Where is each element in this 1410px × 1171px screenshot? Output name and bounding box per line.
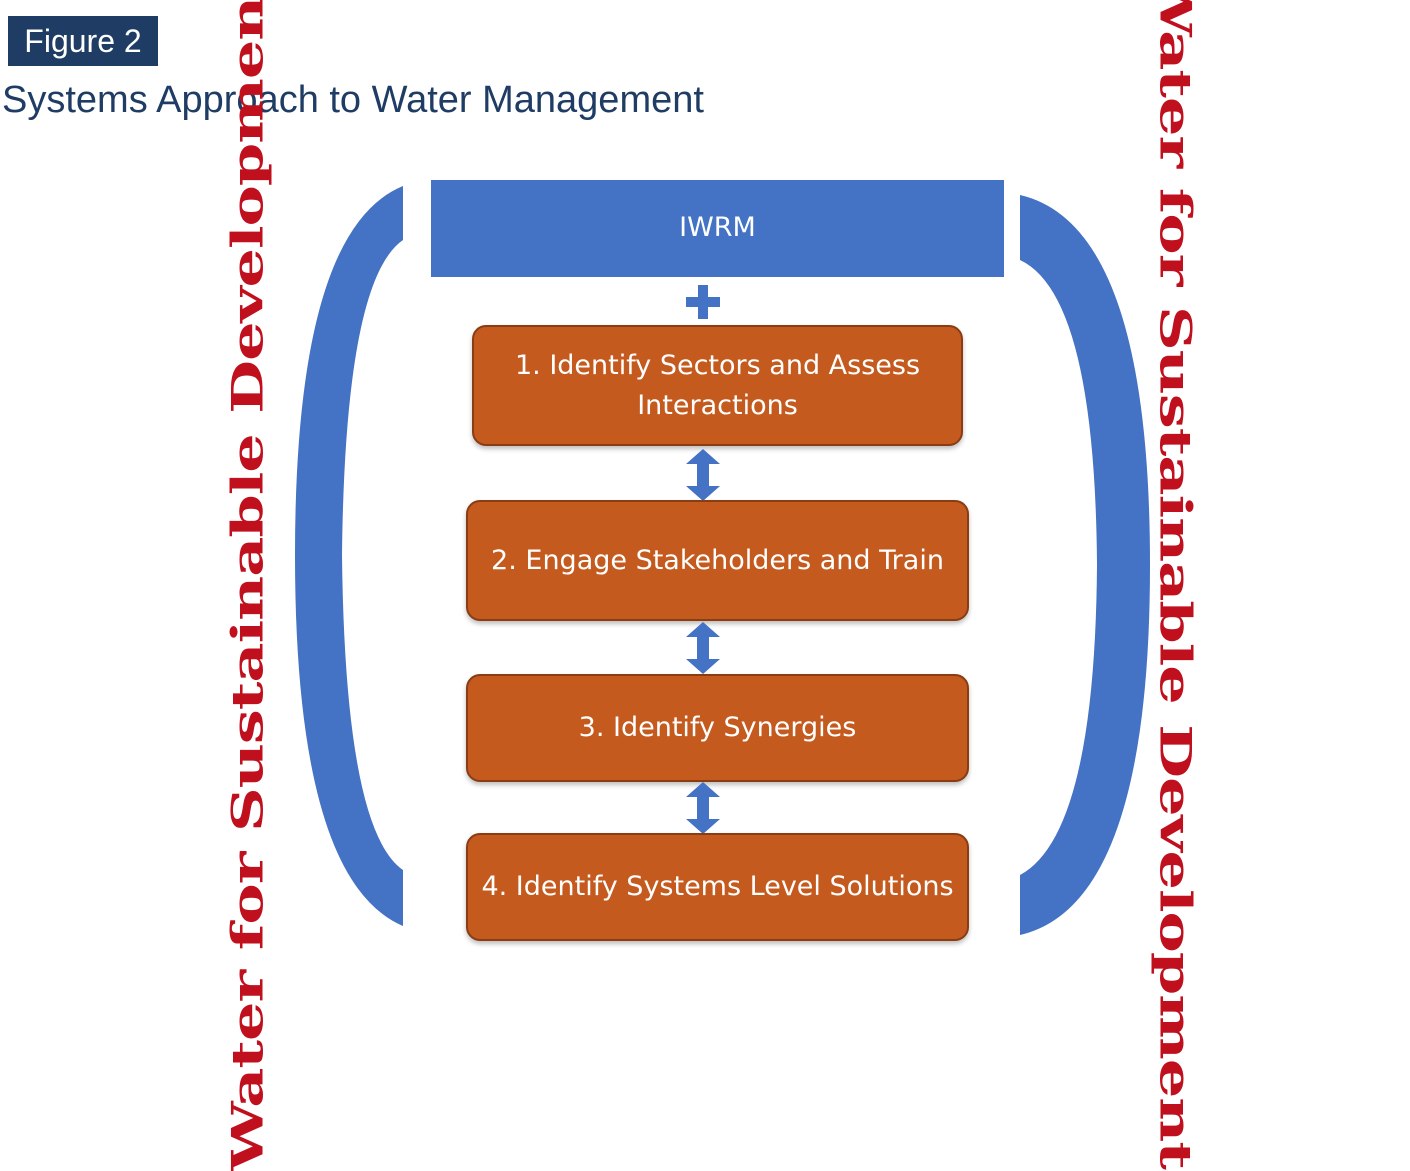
left-bracket: [295, 186, 403, 926]
plus-icon: [686, 285, 720, 319]
figure-badge: Figure 2: [8, 16, 158, 66]
double-arrow-icon: [686, 622, 720, 674]
step-2-box: 2. Engage Stakeholders and Train: [466, 500, 969, 621]
side-label-left: Water for Sustainable Development: [222, 0, 274, 1171]
step-1-box: 1. Identify Sectors and Assess Interacti…: [472, 325, 963, 446]
step-3-label: 3. Identify Synergies: [578, 712, 857, 743]
step-1-label: 1. Identify Sectors and Assess Interacti…: [514, 349, 921, 421]
step-2-label: 2. Engage Stakeholders and Train: [491, 544, 944, 576]
double-arrow-icon: [686, 782, 720, 834]
step-3-box: 3. Identify Synergies: [466, 674, 969, 782]
right-bracket: [1020, 195, 1150, 935]
double-arrow-icon: [686, 449, 720, 501]
page-title: Systems Approach to Water Management: [2, 79, 704, 121]
side-label-right: Water for Sustainable Development: [1149, 0, 1201, 1170]
iwrm-label: IWRM: [679, 212, 756, 243]
step-4-box: 4. Identify Systems Level Solutions: [466, 833, 969, 941]
step-4-label: 4. Identify Systems Level Solutions: [481, 871, 954, 902]
iwrm-box: IWRM: [431, 180, 1004, 277]
